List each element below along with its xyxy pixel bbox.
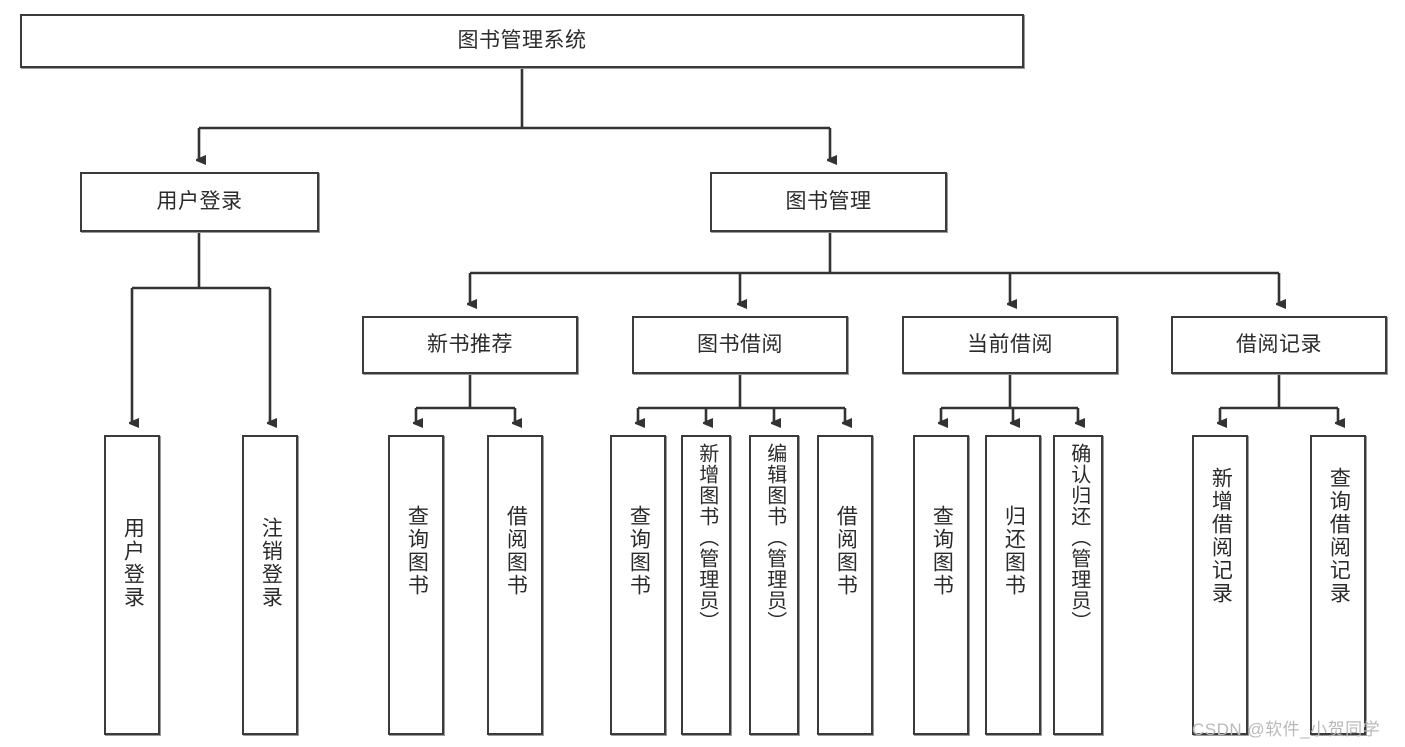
- node-user-login[interactable]: 用户登录: [80, 172, 319, 232]
- node-leaf-borrow-book-1[interactable]: 借阅图书: [487, 435, 543, 735]
- node-current-borrow-label: 当前借阅: [967, 333, 1053, 357]
- node-borrow-record-label: 借阅记录: [1236, 333, 1322, 357]
- node-leaf-query-book-3[interactable]: 查询图书: [913, 435, 969, 735]
- node-user-login-label: 用户登录: [156, 190, 243, 214]
- node-leaf-query-book-3-label: 查询图书: [930, 505, 954, 597]
- node-new-book-recommend-label: 新书推荐: [427, 333, 513, 357]
- node-book-borrow-label: 图书借阅: [697, 333, 783, 357]
- node-leaf-borrow-book-2-label: 借阅图书: [834, 505, 858, 597]
- node-root[interactable]: 图书管理系统: [20, 14, 1024, 68]
- node-leaf-borrow-book-2[interactable]: 借阅图书: [817, 435, 873, 735]
- node-new-book-recommend[interactable]: 新书推荐: [362, 316, 578, 374]
- node-leaf-logout-login[interactable]: 注销登录: [242, 435, 298, 735]
- node-book-management-label: 图书管理: [785, 190, 872, 214]
- node-leaf-query-book-1-label: 查询图书: [405, 505, 429, 597]
- node-leaf-edit-book-admin-label: 编辑图书（管理员）: [763, 443, 786, 632]
- node-root-label: 图书管理系统: [457, 29, 587, 53]
- node-leaf-add-borrow-record[interactable]: 新增借阅记录: [1192, 435, 1248, 735]
- node-borrow-record[interactable]: 借阅记录: [1171, 316, 1387, 374]
- node-leaf-logout-login-label: 注销登录: [259, 517, 283, 609]
- node-leaf-add-book-admin[interactable]: 新增图书（管理员）: [681, 435, 731, 735]
- node-leaf-query-book-2-label: 查询图书: [627, 505, 651, 597]
- node-leaf-add-borrow-record-label: 新增借阅记录: [1209, 467, 1233, 605]
- node-leaf-query-book-2[interactable]: 查询图书: [610, 435, 666, 735]
- csdn-watermark: CSDN @软件_小贺同学: [1192, 720, 1381, 739]
- node-leaf-query-borrow-record[interactable]: 查询借阅记录: [1310, 435, 1366, 735]
- node-leaf-confirm-return-admin[interactable]: 确认归还（管理员）: [1053, 435, 1103, 735]
- node-leaf-query-book-1[interactable]: 查询图书: [388, 435, 444, 735]
- node-leaf-add-book-admin-label: 新增图书（管理员）: [695, 443, 718, 632]
- node-leaf-return-book-label: 归还图书: [1002, 505, 1026, 597]
- node-current-borrow[interactable]: 当前借阅: [902, 316, 1118, 374]
- node-leaf-borrow-book-1-label: 借阅图书: [504, 505, 528, 597]
- node-book-borrow[interactable]: 图书借阅: [632, 316, 848, 374]
- node-leaf-edit-book-admin[interactable]: 编辑图书（管理员）: [749, 435, 799, 735]
- node-leaf-return-book[interactable]: 归还图书: [985, 435, 1041, 735]
- node-leaf-user-login[interactable]: 用户登录: [104, 435, 160, 735]
- node-leaf-confirm-return-admin-label: 确认归还（管理员）: [1067, 443, 1090, 632]
- node-leaf-query-borrow-record-label: 查询借阅记录: [1327, 467, 1351, 605]
- node-book-management[interactable]: 图书管理: [710, 172, 947, 232]
- node-leaf-user-login-label: 用户登录: [121, 517, 145, 609]
